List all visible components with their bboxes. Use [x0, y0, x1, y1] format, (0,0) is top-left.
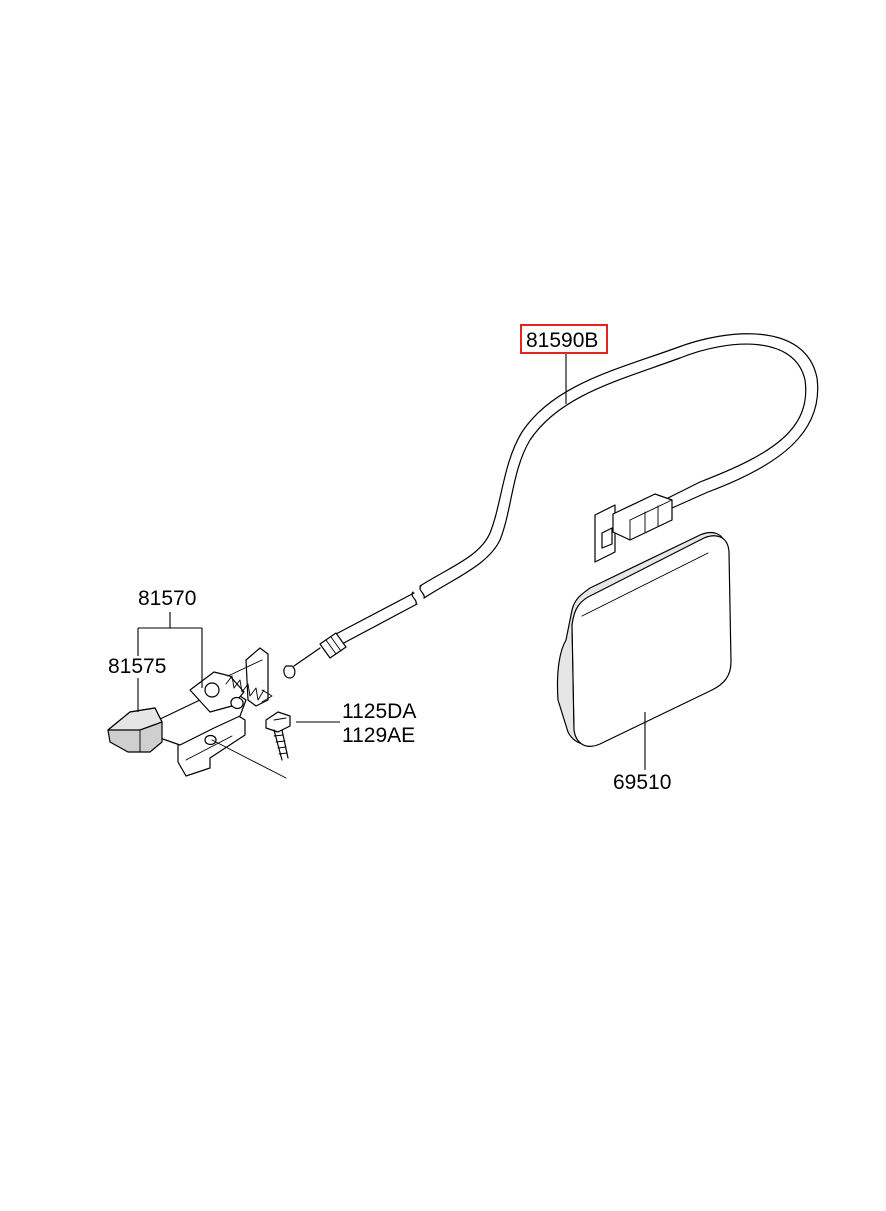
- label-1129AE[interactable]: 1129AE: [342, 724, 415, 747]
- mounting-bolt[interactable]: [211, 711, 291, 779]
- label-1125DA[interactable]: 1125DA: [342, 700, 416, 723]
- latch-cover[interactable]: [107, 707, 163, 753]
- release-cable[interactable]: [283, 333, 819, 679]
- latch-assembly[interactable]: [157, 647, 273, 777]
- label-81570[interactable]: 81570: [138, 587, 196, 610]
- cable-end-connector[interactable]: [594, 493, 673, 563]
- label-69510[interactable]: 69510: [613, 771, 671, 794]
- label-81590B[interactable]: 81590B: [526, 329, 598, 352]
- highlight-box: [520, 324, 608, 354]
- fuel-filler-door[interactable]: [556, 532, 732, 747]
- label-81575[interactable]: 81575: [108, 655, 166, 678]
- leader-81570: [137, 612, 203, 688]
